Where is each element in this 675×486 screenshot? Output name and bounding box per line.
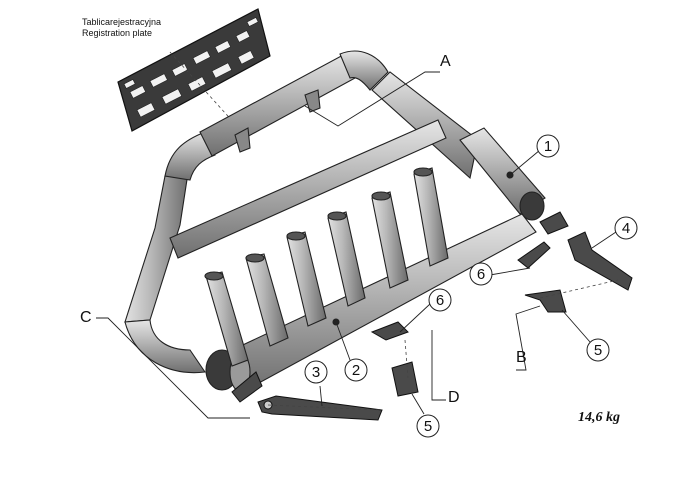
plate-label-line1: Tablicarejestracyjna xyxy=(82,17,162,27)
leader-lines xyxy=(96,71,617,419)
label-B: B xyxy=(516,349,527,366)
registration-plate xyxy=(117,8,271,136)
part-number-1: 1 xyxy=(544,138,552,155)
weight-label: 14,6 kg xyxy=(578,410,620,425)
part-number-callouts xyxy=(304,134,638,438)
callout-6-right xyxy=(469,262,493,286)
callout-2 xyxy=(344,358,368,382)
callout-5-right xyxy=(586,338,610,362)
assembly-lines xyxy=(267,279,619,411)
part-number-5-lower: 5 xyxy=(424,418,432,435)
label-D: D xyxy=(448,389,460,406)
callout-4 xyxy=(614,216,638,240)
plate-label-line2: Registration plate xyxy=(82,28,153,38)
label-C: C xyxy=(80,309,92,326)
callout-1 xyxy=(536,134,560,158)
part-number-5-right: 5 xyxy=(594,342,602,359)
part-number-6-lower: 6 xyxy=(436,292,444,309)
callout-3 xyxy=(304,360,328,384)
part-number-2: 2 xyxy=(352,362,360,379)
mounting-brackets xyxy=(231,211,633,421)
callout-6-lower xyxy=(428,288,452,312)
bull-bar-frame xyxy=(124,50,546,392)
part-number-6-right: 6 xyxy=(477,266,485,283)
callout-5-lower xyxy=(416,414,440,438)
part-number-3: 3 xyxy=(312,364,320,381)
label-A: A xyxy=(440,53,451,70)
part-number-4: 4 xyxy=(622,220,630,237)
